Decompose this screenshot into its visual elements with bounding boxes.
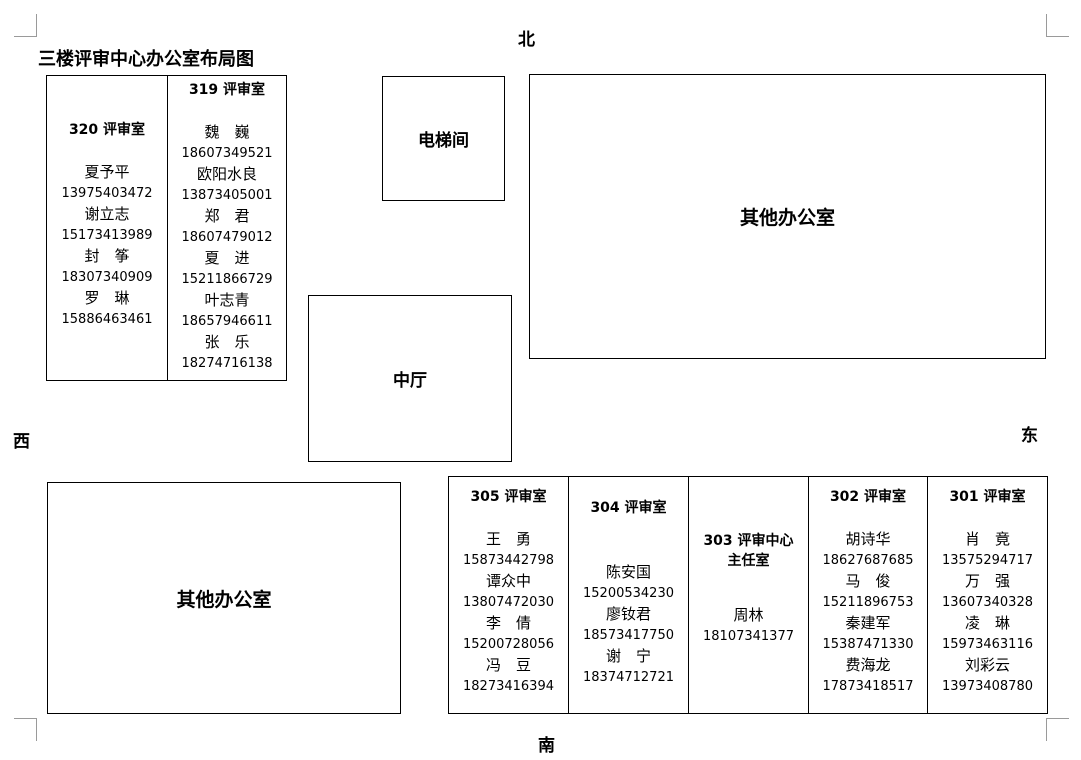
room-divider xyxy=(688,476,689,714)
person-name: 凌 琳 xyxy=(964,614,1010,632)
person-name: 陈安国 xyxy=(605,563,651,581)
person-phone: 15173413989 xyxy=(61,228,153,243)
person-name: 谢立志 xyxy=(84,205,130,223)
person-name: 欧阳水良 xyxy=(196,165,257,183)
person-name: 万 强 xyxy=(964,572,1010,590)
person-name: 封 筝 xyxy=(84,247,130,265)
room-block-305-301 xyxy=(448,476,1048,714)
person-phone: 18273416394 xyxy=(463,679,554,694)
other-office-southwest: 其他办公室 xyxy=(47,482,401,714)
room-301: 301 评审室 肖 竟 13575294717 万 强 13607340328 … xyxy=(928,487,1047,697)
person-name: 叶志青 xyxy=(204,291,250,309)
person-name: 夏 进 xyxy=(204,249,250,267)
person-name: 周林 xyxy=(733,606,764,624)
room-302: 302 评审室 胡诗华 18627687685 马 俊 15211896753 … xyxy=(809,487,927,697)
person-phone: 13973408780 xyxy=(942,679,1033,694)
room-divider xyxy=(568,476,569,714)
room-name: 319 评审室 xyxy=(188,82,266,98)
page-corner-mark xyxy=(1046,14,1069,37)
person-name: 谭众中 xyxy=(485,572,531,590)
person-phone: 18374712721 xyxy=(583,670,674,685)
direction-east: 东 xyxy=(1021,426,1038,446)
person-phone: 15387471330 xyxy=(822,637,914,652)
person-name: 李 倩 xyxy=(485,614,531,632)
person-phone: 13607340328 xyxy=(942,595,1033,610)
person-name: 廖钕君 xyxy=(605,605,651,623)
direction-south: 南 xyxy=(538,736,555,756)
person-name: 刘彩云 xyxy=(964,656,1010,674)
elevator-label: 电梯间 xyxy=(418,131,469,151)
person-phone: 13575294717 xyxy=(942,553,1033,568)
room-name-line2: 主任室 xyxy=(727,553,770,569)
room-304: 304 评审室 陈安国 15200534230 廖钕君 18573417750 … xyxy=(569,498,688,688)
direction-north: 北 xyxy=(518,30,535,50)
person-phone: 15200534230 xyxy=(583,586,674,601)
lobby-room: 中厅 xyxy=(308,295,512,462)
room-name: 305 评审室 xyxy=(470,489,547,505)
person-name: 秦建军 xyxy=(845,614,891,632)
person-phone: 13975403472 xyxy=(61,186,153,201)
room-name-line1: 303 评审中心 xyxy=(703,533,794,549)
person-phone: 15211866729 xyxy=(181,272,273,287)
person-name: 王 勇 xyxy=(485,530,531,548)
room-name: 301 评审室 xyxy=(949,489,1026,505)
room-name: 304 评审室 xyxy=(590,500,667,516)
person-phone: 18307340909 xyxy=(61,270,153,285)
person-phone: 13873405001 xyxy=(181,188,273,203)
person-name: 魏 巍 xyxy=(204,123,250,141)
person-phone: 15211896753 xyxy=(822,595,914,610)
room-block-320-319 xyxy=(46,75,287,381)
room-divider xyxy=(808,476,809,714)
room-name: 320 评审室 xyxy=(68,122,146,138)
person-phone: 15200728056 xyxy=(463,637,554,652)
person-phone: 13807472030 xyxy=(463,595,554,610)
page-corner-mark xyxy=(14,718,37,741)
person-name: 张 乐 xyxy=(204,333,250,351)
person-phone: 18274716138 xyxy=(181,356,273,371)
person-phone: 18657946611 xyxy=(181,314,273,329)
person-phone: 15886463461 xyxy=(61,312,153,327)
room-320: 320 评审室 夏予平 13975403472 谢立志 15173413989 … xyxy=(47,120,167,330)
person-name: 胡诗华 xyxy=(845,530,891,548)
person-phone: 18573417750 xyxy=(583,628,674,643)
lobby-label: 中厅 xyxy=(393,371,427,391)
person-phone: 15873442798 xyxy=(463,553,554,568)
person-phone: 18107341377 xyxy=(703,629,794,644)
person-phone: 17873418517 xyxy=(822,679,914,694)
elevator-room: 电梯间 xyxy=(382,76,505,201)
page-corner-mark xyxy=(1046,718,1069,741)
person-name: 冯 豆 xyxy=(485,656,531,674)
person-name: 罗 琳 xyxy=(84,289,130,307)
room-303: 303 评审中心 主任室 周林 18107341377 xyxy=(689,531,808,647)
room-divider xyxy=(167,75,168,381)
person-name: 马 俊 xyxy=(845,572,891,590)
other-office-northeast: 其他办公室 xyxy=(529,74,1046,359)
person-name: 肖 竟 xyxy=(964,530,1010,548)
person-name: 郑 君 xyxy=(204,207,250,225)
person-name: 夏予平 xyxy=(84,163,130,181)
person-phone: 18607349521 xyxy=(181,146,273,161)
person-name: 谢 宁 xyxy=(605,647,651,665)
other-office-label: 其他办公室 xyxy=(176,588,272,611)
other-office-label: 其他办公室 xyxy=(739,207,835,229)
person-phone: 15973463116 xyxy=(942,637,1033,652)
room-305: 305 评审室 王 勇 15873442798 谭众中 13807472030 … xyxy=(449,487,568,697)
page-corner-mark xyxy=(14,14,37,37)
person-phone: 18627687685 xyxy=(822,553,914,568)
page-title: 三楼评审中心办公室布局图 xyxy=(38,49,254,70)
room-name: 302 评审室 xyxy=(829,489,907,505)
person-name: 费海龙 xyxy=(845,656,891,674)
direction-west: 西 xyxy=(13,432,30,452)
person-phone: 18607479012 xyxy=(181,230,273,245)
room-319: 319 评审室 魏 巍 18607349521 欧阳水良 13873405001… xyxy=(168,80,286,374)
room-divider xyxy=(927,476,928,714)
